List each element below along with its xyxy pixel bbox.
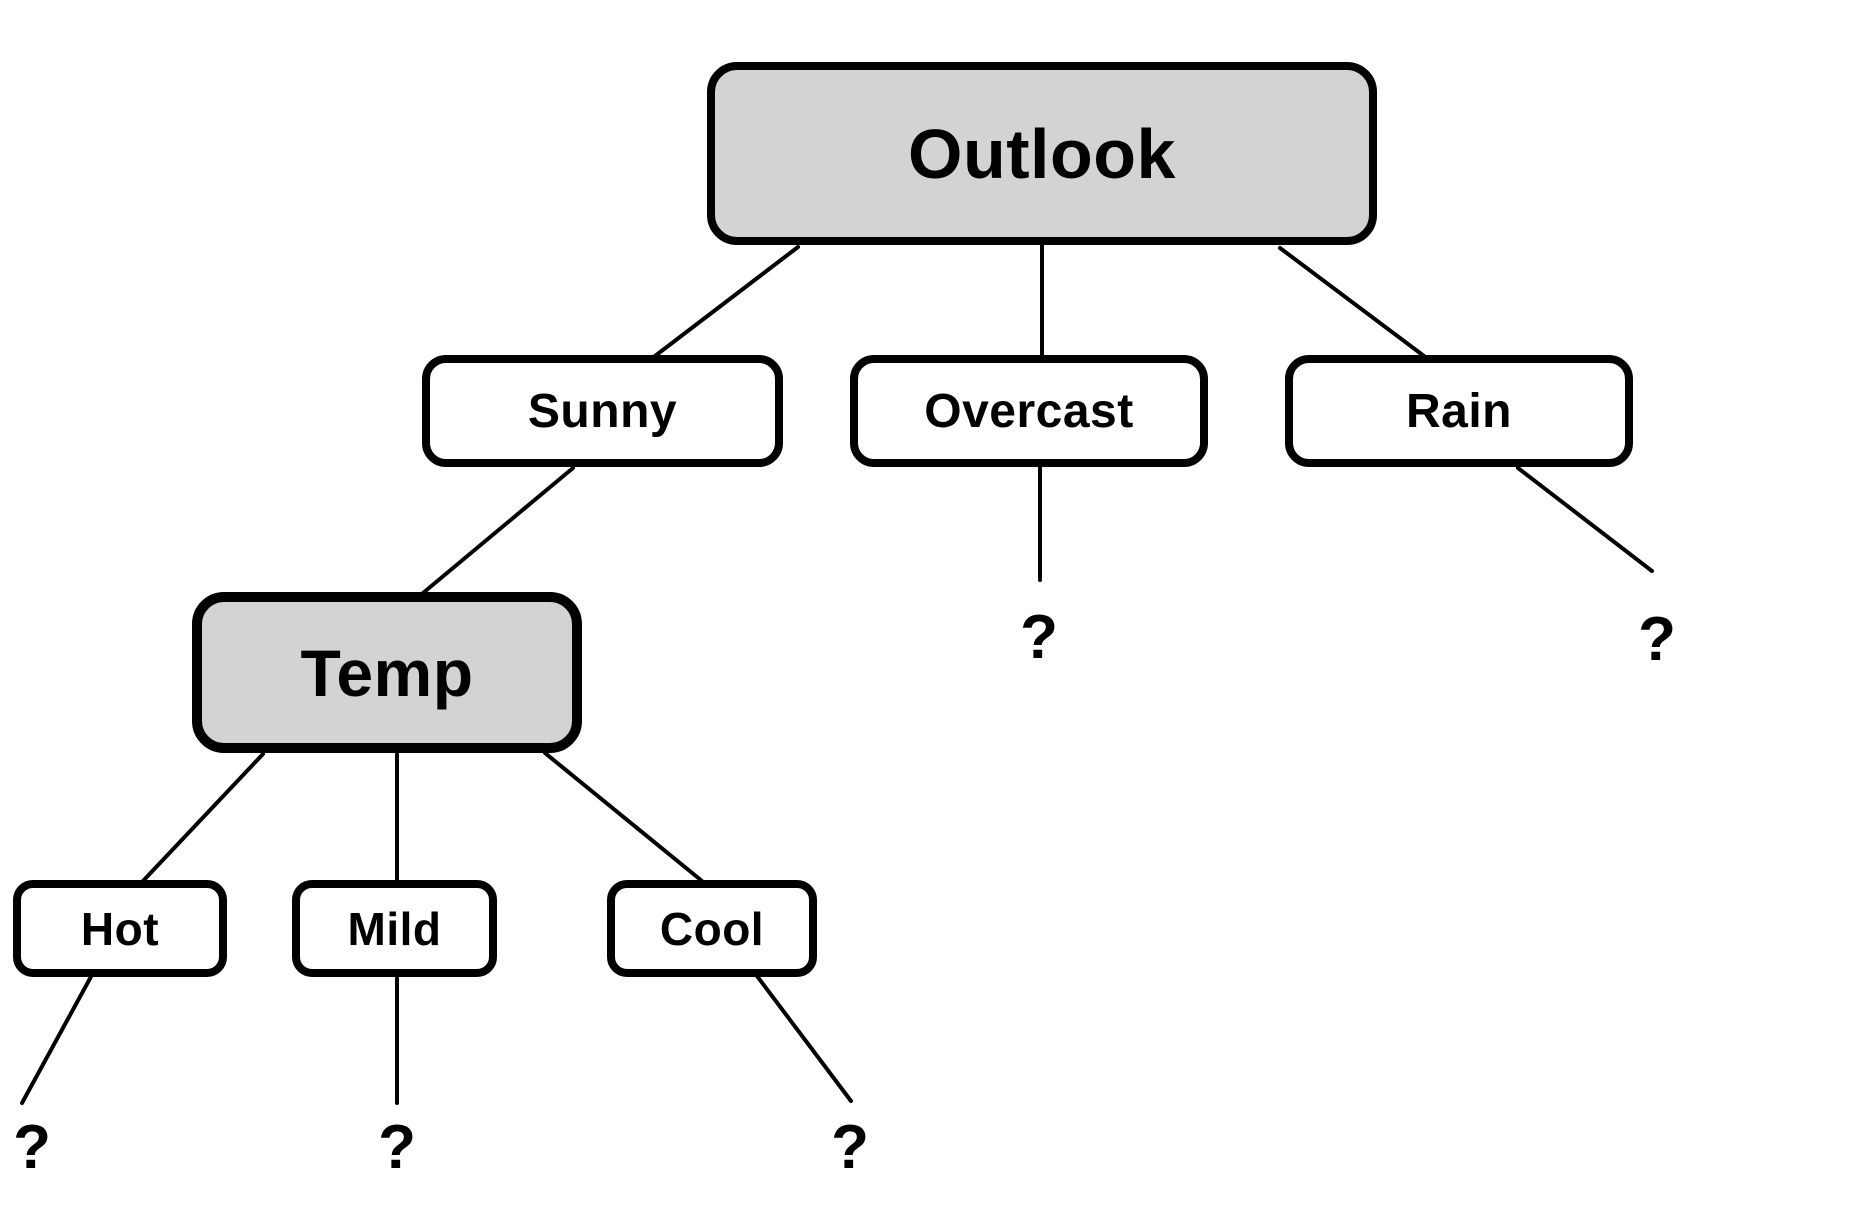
node-temp: Temp — [192, 592, 582, 753]
unknown-leaf-rain: ? — [1638, 605, 1676, 674]
edge-sunny-temp — [421, 466, 575, 595]
node-outlook: Outlook — [707, 62, 1377, 245]
node-mild: Mild — [292, 880, 497, 977]
edge-rain-unknown — [1516, 466, 1654, 573]
node-cool-label: Cool — [659, 902, 765, 955]
node-mild-label: Mild — [347, 902, 442, 955]
unknown-leaf-cool: ? — [831, 1113, 869, 1182]
unknown-leaf-mild: ? — [378, 1113, 416, 1182]
node-temp-label: Temp — [300, 635, 474, 710]
node-sunny: Sunny — [422, 355, 783, 467]
node-hot: Hot — [13, 880, 227, 977]
edge-temp-hot — [141, 752, 265, 883]
edge-cool-unknown — [755, 974, 853, 1103]
node-overcast-label: Overcast — [924, 384, 1134, 438]
node-overcast: Overcast — [850, 355, 1208, 467]
node-outlook-label: Outlook — [908, 114, 1176, 193]
node-sunny-label: Sunny — [527, 384, 678, 438]
node-hot-label: Hot — [80, 902, 160, 955]
edge-hot-unknown — [20, 971, 95, 1105]
unknown-leaf-hot: ? — [13, 1113, 51, 1182]
node-rain-label: Rain — [1405, 384, 1512, 438]
edge-outlook-rain — [1278, 246, 1426, 358]
edge-temp-cool — [543, 751, 704, 883]
node-cool: Cool — [607, 880, 817, 977]
node-rain: Rain — [1285, 355, 1633, 467]
edge-outlook-sunny — [653, 245, 800, 358]
unknown-leaf-overcast: ? — [1020, 603, 1058, 672]
